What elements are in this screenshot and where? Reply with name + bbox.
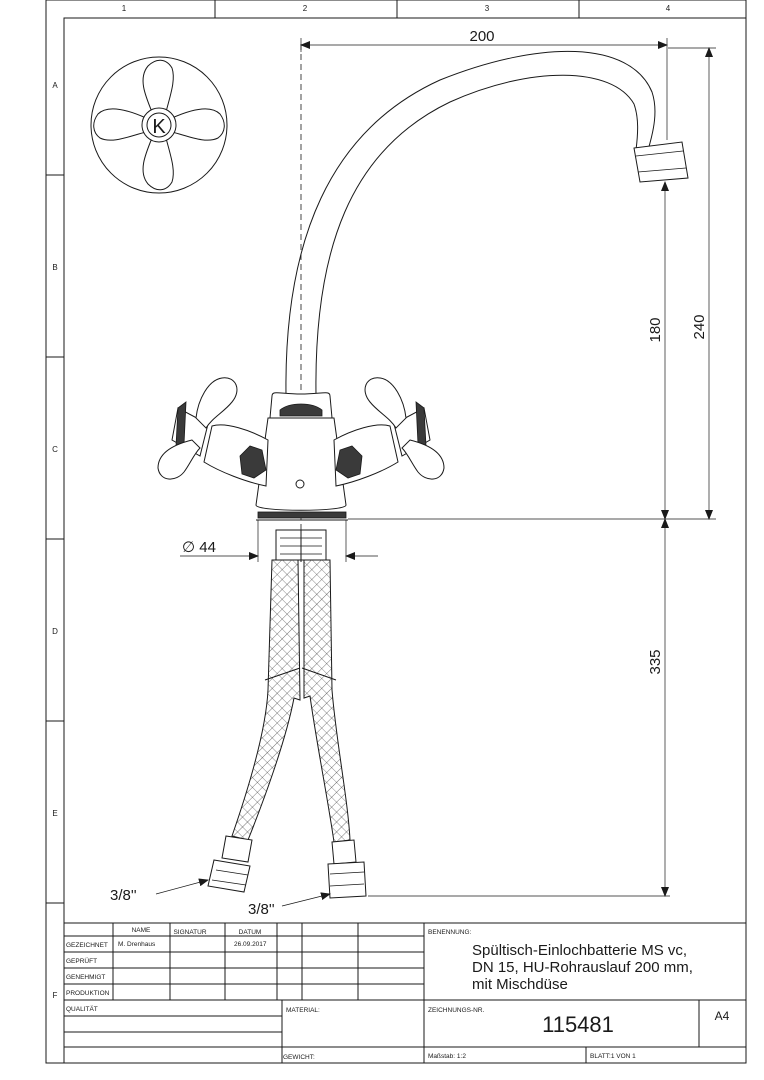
approval-table: NAME SIGNATUR DATUM GEZEICHNET M. Drenha… — [66, 927, 267, 1013]
cross-handle-top — [93, 59, 225, 191]
title-line-1: Spültisch-Einlochbatterie MS vc, — [472, 942, 687, 959]
zone-column-labels: 1 2 3 4 — [122, 4, 671, 13]
row-label-produktion: PRODUKTION — [66, 990, 110, 997]
dim-200-label: 200 — [469, 28, 494, 45]
dim-diameter-44-label: ∅ 44 — [182, 539, 216, 556]
zone-col-1: 1 — [122, 4, 127, 13]
title-line-2: DN 15, HU-Rohrauslauf 200 mm, — [472, 959, 693, 976]
thread-left-label: 3/8'' — [110, 887, 137, 904]
right-valve — [333, 377, 445, 487]
dim-240-label: 240 — [691, 314, 708, 339]
thread-callout-left: 3/8'' — [110, 878, 209, 904]
benennung-label: BENENNUNG: — [428, 929, 472, 936]
zone-row-f: F — [53, 991, 58, 1000]
title-block-fields: BENENNUNG: Spültisch-Einlochbatterie MS … — [283, 929, 730, 1061]
gewicht-label: GEWICHT: — [283, 1054, 315, 1061]
dim-180-label: 180 — [647, 317, 664, 342]
zeichnungsnr-label: ZEICHNUNGS-NR. — [428, 1007, 485, 1014]
handle-top-view: K — [90, 56, 228, 194]
spout-nozzle — [633, 141, 689, 183]
thread-callout-right: 3/8'' — [248, 892, 331, 918]
row-label-genehmigt: GENEHMIGT — [66, 974, 105, 981]
row-label-geprueft: GEPRÜFT — [66, 957, 97, 965]
dimension-base-diameter: ∅ 44 — [180, 520, 378, 562]
col-header-signatur: SIGNATUR — [173, 929, 206, 936]
dimension-hose-length: 335 — [368, 518, 670, 897]
col-header-name: NAME — [132, 927, 151, 934]
title-line-3: mit Mischdüse — [472, 976, 568, 993]
handle-symbol-k: K — [152, 116, 166, 138]
row-date-gezeichnet: 26.09.2017 — [234, 941, 267, 948]
zone-row-b: B — [52, 263, 57, 272]
left-valve — [157, 377, 269, 487]
zone-row-e: E — [52, 809, 57, 818]
title-block — [63, 922, 747, 1064]
row-name-gezeichnet: M. Drenhaus — [118, 941, 156, 948]
spout-tube-outer — [285, 50, 656, 396]
material-label: MATERIAL: — [286, 1007, 320, 1014]
dim-335-label: 335 — [647, 649, 664, 674]
zone-row-d: D — [52, 627, 58, 636]
zone-col-2: 2 — [303, 4, 308, 13]
drawing-number: 115481 — [542, 1012, 614, 1037]
dimension-spout-reach: 200 — [300, 28, 668, 140]
sheet-label: BLATT:1 VON 1 — [590, 1053, 636, 1060]
zone-row-labels: A B C D E F — [52, 81, 58, 1000]
paper-format: A4 — [715, 1009, 730, 1023]
mixer-body — [255, 392, 348, 521]
row-label-gezeichnet: GEZEICHNET — [66, 942, 108, 949]
scale-label: Maßstab: 1:2 — [428, 1053, 466, 1060]
spout-tube-inner — [315, 74, 639, 396]
connection-shanks — [275, 529, 327, 562]
dimension-total-height: 240 — [348, 47, 716, 520]
thread-right-label: 3/8'' — [248, 901, 275, 918]
zone-col-3: 3 — [485, 4, 490, 13]
supply-hose-left — [207, 559, 301, 893]
faucet-elevation — [157, 44, 689, 899]
row-label-qualitaet: QUALITÄT — [66, 1005, 98, 1013]
supply-hose-right — [301, 559, 367, 899]
zone-col-4: 4 — [666, 4, 671, 13]
col-header-datum: DATUM — [239, 929, 262, 936]
dimension-spout-height: 180 — [647, 181, 669, 520]
zone-row-c: C — [52, 445, 58, 454]
zone-row-a: A — [52, 81, 58, 90]
